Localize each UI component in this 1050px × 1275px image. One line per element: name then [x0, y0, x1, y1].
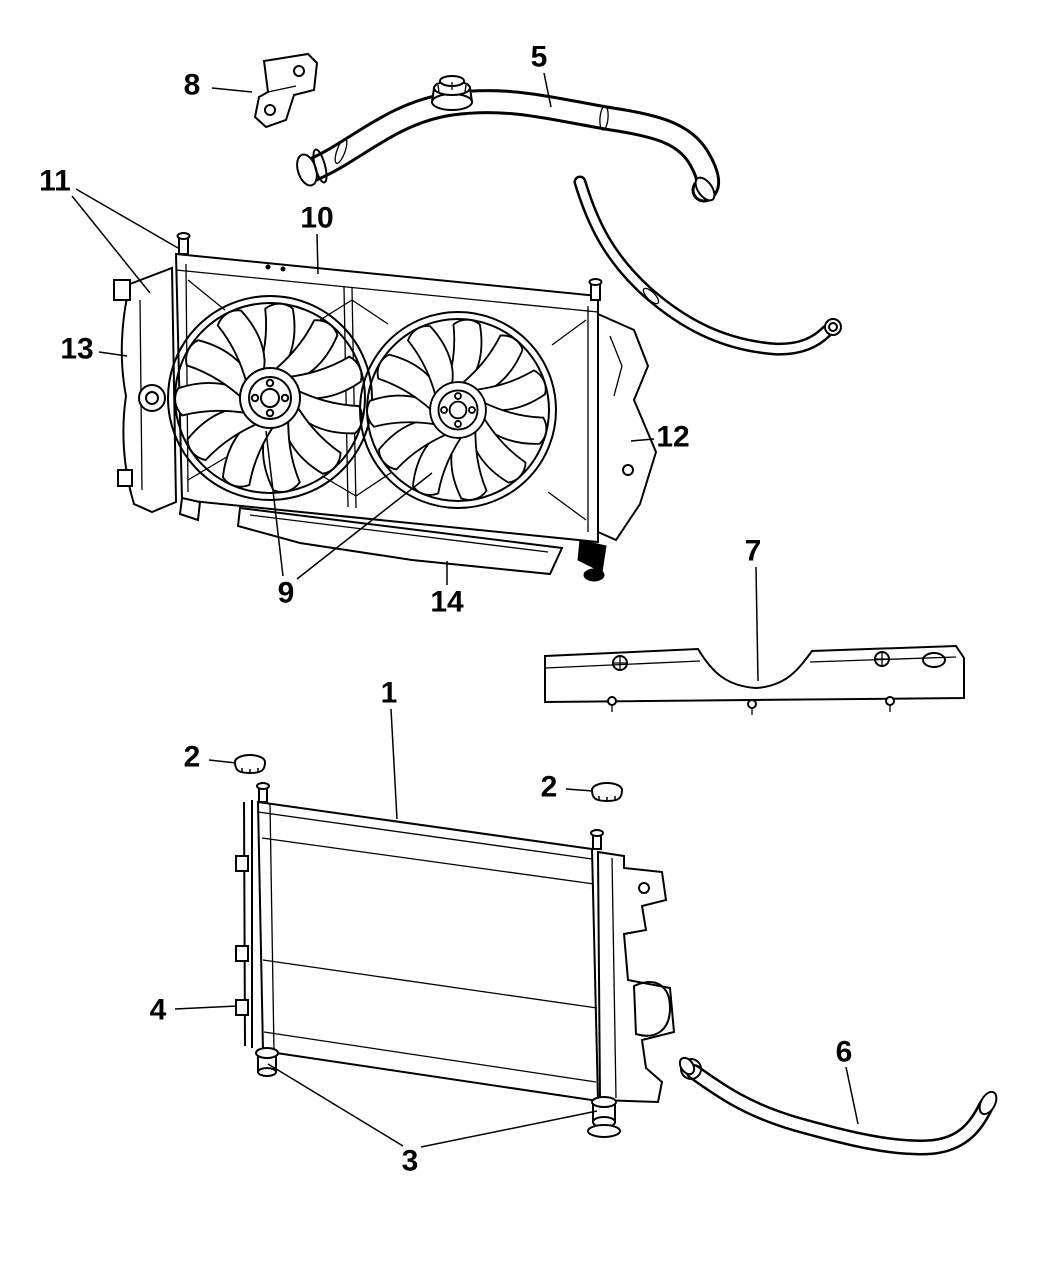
callout-label-10: 10: [300, 202, 333, 235]
cooling-fan-left: [167, 295, 373, 501]
air-seal: [236, 506, 564, 576]
mounting-peg-left: [256, 782, 270, 803]
callout-leader-line: [296, 472, 433, 580]
callout-label-13: 13: [60, 333, 93, 366]
fan-module: [167, 232, 607, 582]
lower-radiator-hose: [678, 1056, 998, 1156]
callout-leader-line: [390, 708, 398, 820]
tank-tab: [117, 469, 133, 487]
tank-tab: [113, 279, 131, 301]
fan-module-bracket: [597, 313, 658, 542]
radiator-clip: [235, 945, 249, 962]
callout-label-2: 2: [541, 771, 558, 804]
callout-leader-line: [755, 566, 759, 682]
radiator: [234, 754, 676, 1138]
panel-screw: [607, 696, 895, 715]
callout-leader-line: [75, 188, 179, 249]
callout-leader-line: [267, 1063, 404, 1147]
closure-panel: [544, 644, 965, 715]
callout-label-8: 8: [184, 69, 201, 102]
callout-label-3: 3: [402, 1145, 419, 1178]
callout-leader-line: [543, 72, 552, 108]
hose-end-fitting: [694, 176, 716, 202]
callout-leader-line: [565, 788, 594, 792]
callout-leader-line: [420, 1110, 598, 1148]
hose-end-fitting: [824, 318, 842, 336]
callout-label-2: 2: [184, 741, 201, 774]
callout-label-9: 9: [278, 577, 295, 610]
cooling-fan-right: [359, 311, 557, 509]
callout-leader-line: [211, 87, 253, 93]
upper-radiator-hose: [296, 89, 842, 356]
radiator-clip: [235, 999, 249, 1016]
callout-leader-line: [316, 233, 319, 275]
callout-leader-line: [208, 759, 237, 764]
callout-label-1: 1: [381, 677, 398, 710]
callout-label-5: 5: [531, 41, 548, 74]
callout-leader-line: [845, 1066, 859, 1125]
radiator-tank: [596, 850, 676, 1104]
hose-end-fitting: [678, 1056, 696, 1076]
callout-label-14: 14: [430, 586, 464, 619]
side-tank: [113, 266, 178, 514]
radiator-clip: [235, 855, 249, 872]
callout-leader-line: [265, 430, 284, 577]
mounting-pin-right: [588, 278, 603, 301]
callout-label-12: 12: [656, 421, 689, 454]
shroud-mount: [577, 539, 607, 573]
radiator-cap: [591, 782, 623, 802]
callout-label-4: 4: [150, 994, 167, 1027]
hose-clamp: [312, 148, 328, 184]
shroud-foot: [178, 496, 202, 522]
mounting-peg-right: [590, 829, 604, 850]
callout-label-6: 6: [836, 1036, 853, 1069]
callout-label-7: 7: [745, 535, 762, 568]
tank-port: [138, 384, 166, 412]
hose-end-fitting: [978, 1090, 998, 1116]
isolator-mount-right: [587, 1096, 621, 1138]
callout-leader-line: [98, 351, 128, 357]
radiator-cap: [234, 754, 266, 774]
callout-leader-line: [630, 438, 655, 442]
mounting-bracket: [253, 52, 319, 129]
callout-leader-line: [71, 195, 151, 294]
mounting-pin-left: [176, 232, 191, 255]
callout-leader-line: [174, 1005, 238, 1010]
filler-neck-cap: [430, 75, 474, 111]
callout-label-11: 11: [39, 165, 71, 198]
isolator-mount-left: [255, 1047, 279, 1077]
